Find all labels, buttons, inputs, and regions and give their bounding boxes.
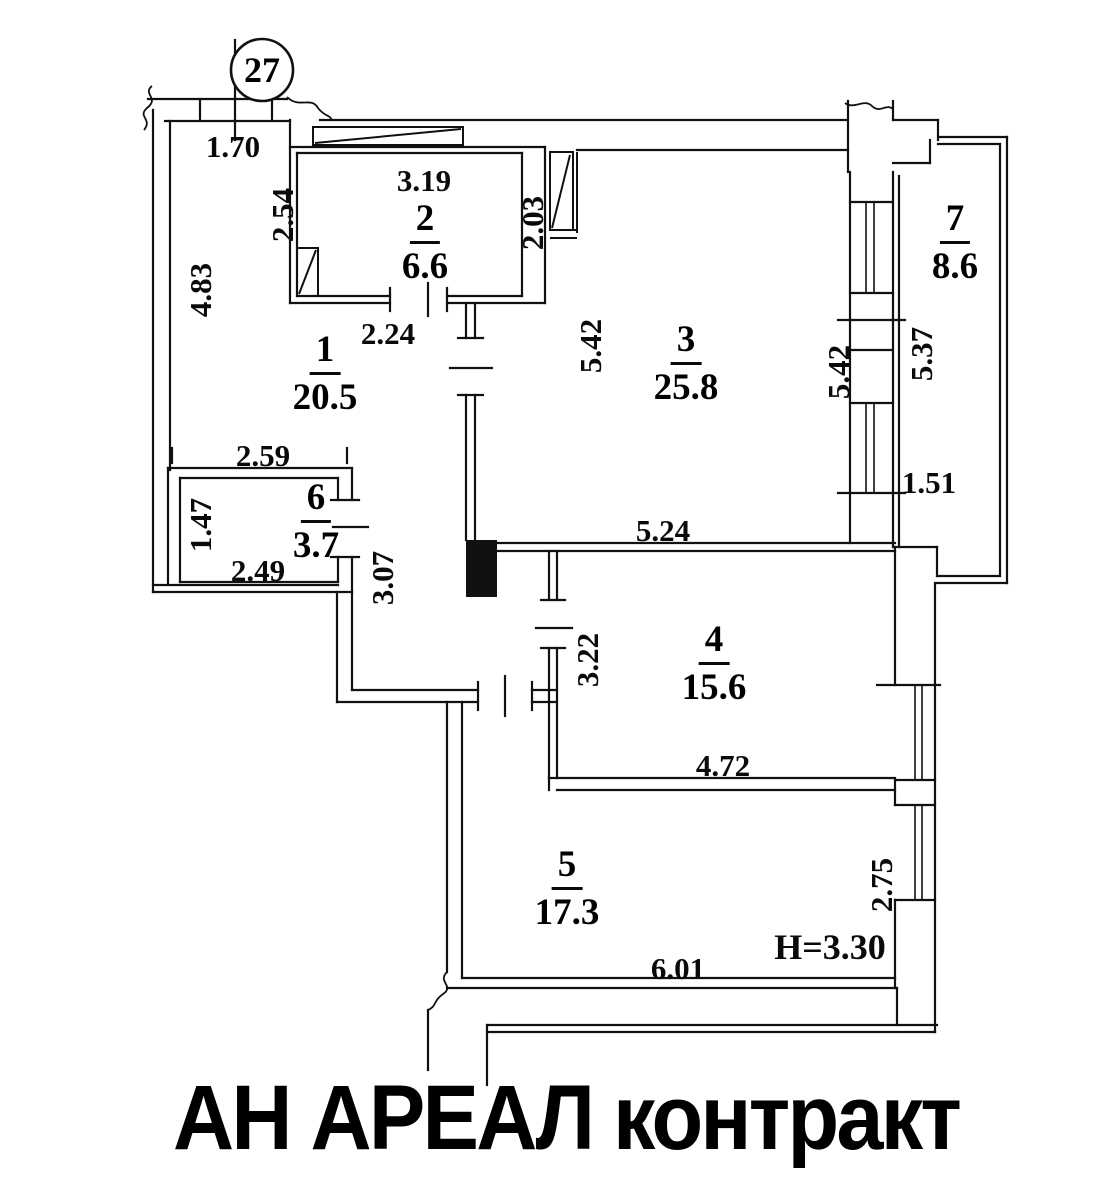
dim-3-07: 3.07 bbox=[365, 550, 400, 606]
room-label-5: 5 17.3 bbox=[535, 843, 600, 934]
room-area: 17.3 bbox=[534, 892, 600, 933]
room-number: 1 bbox=[309, 328, 341, 375]
room-label-7: 7 8.6 bbox=[932, 197, 978, 288]
dim-1-70: 1.70 bbox=[205, 129, 261, 164]
dim-5-42-right: 5.42 bbox=[821, 344, 856, 400]
vent-shafts bbox=[296, 126, 578, 297]
room-number: 6 bbox=[300, 476, 332, 523]
dim-4-72: 4.72 bbox=[695, 748, 751, 783]
room-number: 2 bbox=[409, 197, 441, 244]
room-label-6: 6 3.7 bbox=[293, 476, 339, 567]
unit-number-circle bbox=[229, 37, 295, 103]
dim-6-01: 6.01 bbox=[650, 951, 706, 986]
room-number: 4 bbox=[698, 618, 730, 665]
dim-5-42-left: 5.42 bbox=[573, 318, 608, 374]
wall-pier bbox=[466, 540, 497, 597]
room-area: 6.6 bbox=[401, 246, 449, 287]
dim-2-03: 2.03 bbox=[515, 195, 550, 251]
vent-shaft-room2 bbox=[296, 247, 319, 297]
room-area: 25.8 bbox=[653, 367, 719, 408]
ceiling-height-label: H=3.30 bbox=[774, 927, 886, 967]
dim-3-22: 3.22 bbox=[570, 632, 605, 688]
room-area: 20.5 bbox=[292, 377, 358, 418]
room-label-4: 4 15.6 bbox=[682, 618, 747, 709]
room-area: 15.6 bbox=[681, 667, 747, 708]
dim-5-24: 5.24 bbox=[635, 513, 691, 548]
walls bbox=[146, 38, 1009, 1087]
dim-1-51: 1.51 bbox=[901, 465, 957, 500]
dim-2-59: 2.59 bbox=[235, 438, 291, 473]
room-number: 7 bbox=[939, 197, 971, 244]
room-label-2: 2 6.6 bbox=[402, 197, 448, 288]
room-area: 8.6 bbox=[931, 246, 979, 287]
dim-2-75: 2.75 bbox=[864, 857, 899, 913]
dim-2-24: 2.24 bbox=[360, 316, 416, 351]
dim-1-47: 1.47 bbox=[183, 497, 218, 553]
room-area: 3.7 bbox=[292, 525, 340, 566]
dim-4-83: 4.83 bbox=[183, 262, 218, 318]
dim-2-49: 2.49 bbox=[230, 553, 286, 588]
break-marks bbox=[142, 85, 894, 1011]
dim-2-54: 2.54 bbox=[265, 187, 300, 243]
room-number: 3 bbox=[670, 318, 702, 365]
dim-5-37: 5.37 bbox=[904, 326, 939, 382]
agency-watermark: АН АРЕАЛ контракт bbox=[172, 1067, 962, 1169]
room-number: 5 bbox=[551, 843, 583, 890]
room-label-3: 3 25.8 bbox=[654, 318, 719, 409]
unit-number: 27 bbox=[244, 50, 280, 90]
vent-shaft-top bbox=[312, 126, 464, 146]
room-label-1: 1 20.5 bbox=[293, 328, 358, 419]
windows bbox=[865, 202, 923, 900]
dim-3-19: 3.19 bbox=[396, 163, 452, 198]
